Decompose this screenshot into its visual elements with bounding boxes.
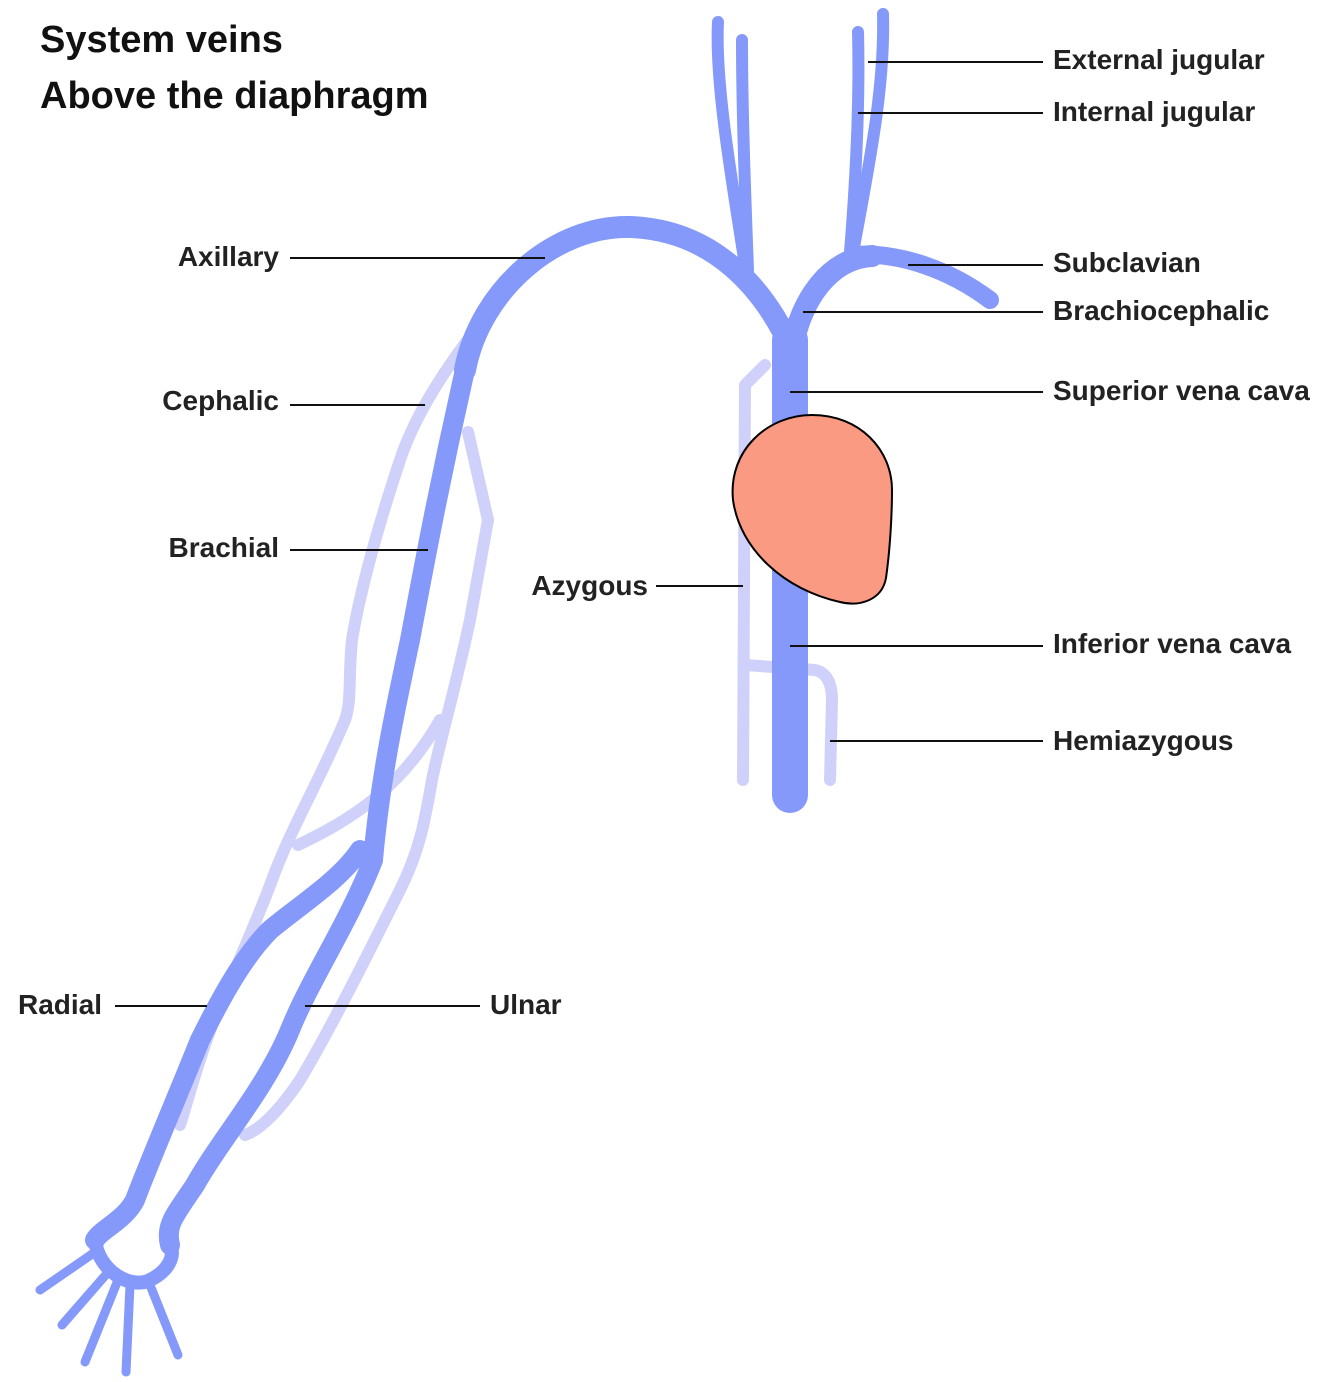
azygous-vein xyxy=(743,365,765,780)
finger-vein-5 xyxy=(148,1280,178,1355)
label-subclavian: Subclavian xyxy=(1053,247,1201,278)
label-external-jugular: External jugular xyxy=(1053,44,1265,75)
label-ulnar: Ulnar xyxy=(490,989,562,1020)
label-internal-jugular: Internal jugular xyxy=(1053,96,1255,127)
title-line-1: System veins xyxy=(40,12,429,68)
internal-jugular-vein-right xyxy=(742,40,748,270)
label-hemiazygous: Hemiazygous xyxy=(1053,725,1234,756)
diagram-title: System veins Above the diaphragm xyxy=(40,12,429,124)
label-azygous: Azygous xyxy=(531,570,648,601)
brachial-vein xyxy=(373,370,465,860)
title-line-2: Above the diaphragm xyxy=(40,68,429,124)
deep-veins xyxy=(40,14,990,1372)
label-radial: Radial xyxy=(18,989,102,1020)
finger-vein-1 xyxy=(40,1250,98,1290)
label-superior-vena-cava: Superior vena cava xyxy=(1053,375,1310,406)
heart-shape xyxy=(733,415,892,604)
label-brachial: Brachial xyxy=(169,532,280,563)
label-inferior-vena-cava: Inferior vena cava xyxy=(1053,628,1292,659)
label-brachiocephalic: Brachiocephalic xyxy=(1053,295,1269,326)
label-axillary: Axillary xyxy=(178,241,280,272)
vein-labels: External jugular Internal jugular Subcla… xyxy=(18,44,1310,1020)
label-cephalic: Cephalic xyxy=(162,385,279,416)
finger-vein-4 xyxy=(126,1285,130,1372)
